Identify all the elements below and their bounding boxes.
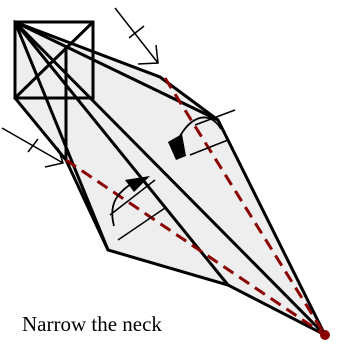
tick-mark-upper <box>194 109 236 126</box>
tick-mark-upper-2 <box>189 139 229 156</box>
tick-mark-lower-2 <box>109 179 156 216</box>
valley-fold-line-upper <box>163 77 327 336</box>
push-arrow-lower-tick <box>27 138 39 153</box>
crease-lines <box>13 20 327 337</box>
reference-point <box>320 330 330 340</box>
tick-mark-lower <box>117 207 166 241</box>
push-arrow-upper-shaft <box>114 7 159 64</box>
fold-arrow-icon <box>111 116 222 227</box>
valley-fold-lines <box>65 77 327 337</box>
step-caption: Narrow the neck <box>22 312 162 336</box>
crease-left <box>13 21 110 251</box>
fold-arrow-upper-curve <box>177 116 222 141</box>
valley-fold-line-lower <box>65 158 326 337</box>
push-arrow-icon <box>1 7 159 168</box>
fold-arrow-upper-head <box>168 134 186 160</box>
tick-marks <box>109 109 236 241</box>
crease-center <box>13 20 327 337</box>
push-arrow-upper-tick <box>128 25 145 39</box>
push-arrow-upper-head <box>137 44 159 65</box>
crease-lower <box>13 21 230 286</box>
push-arrow-lower-head <box>44 147 64 168</box>
fold-arrow-lower-head <box>125 176 150 192</box>
crease-right <box>14 20 219 122</box>
